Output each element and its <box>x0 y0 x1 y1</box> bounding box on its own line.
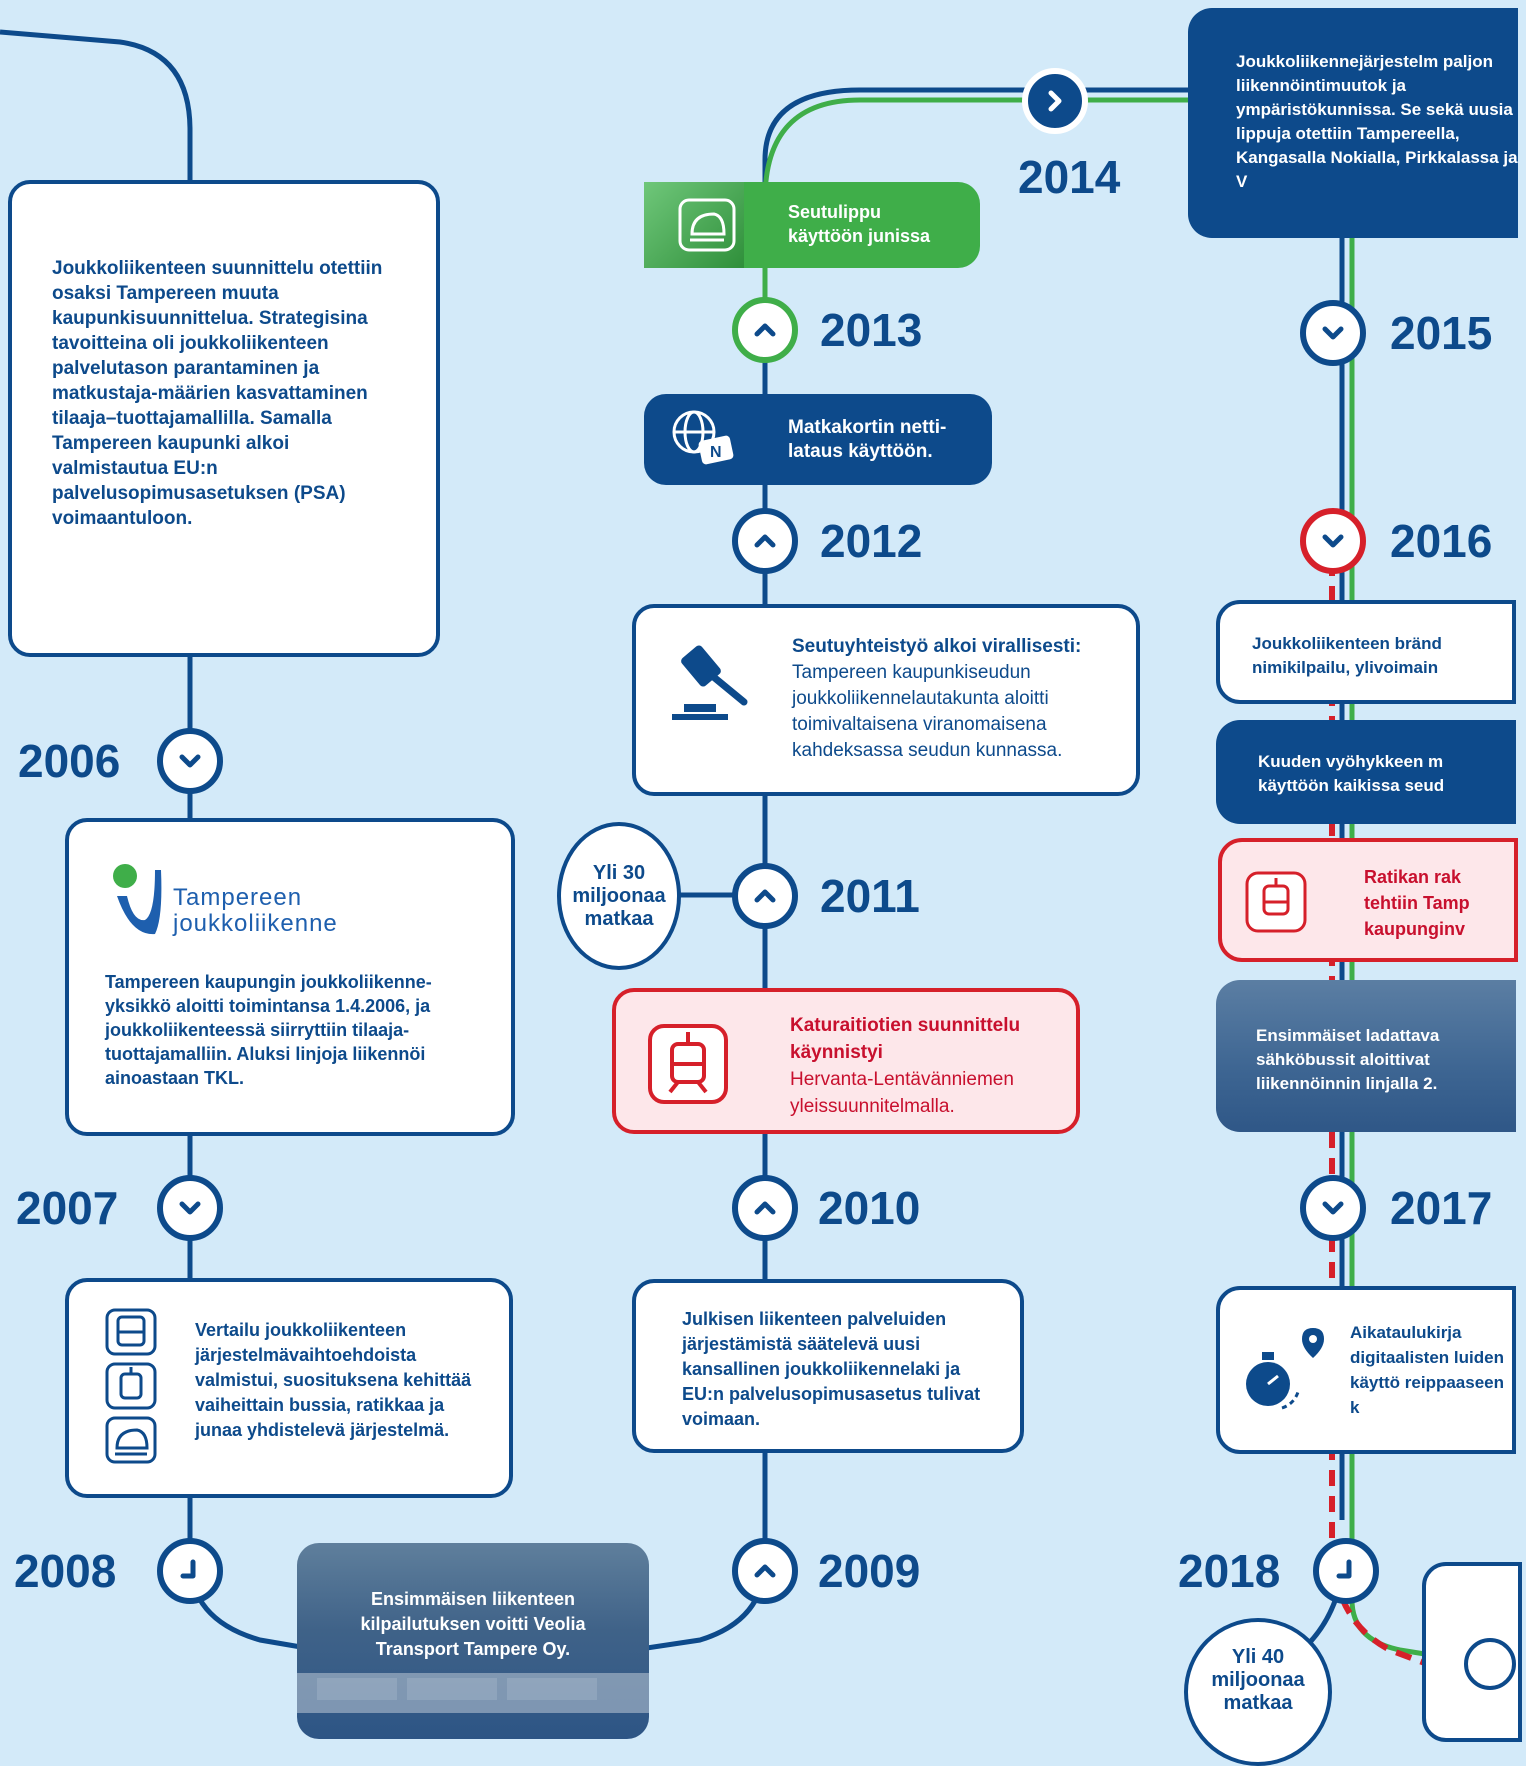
card-ebus: Ensimmäiset ladattava sähköbussit aloitt… <box>1216 980 1516 1132</box>
bubble-2011-text: Yli 30 miljoonaa matkaa <box>572 861 666 930</box>
year-2006: 2006 <box>18 735 121 787</box>
card-zones: Kuuden vyöhykkeen m käyttöön kaikissa se… <box>1216 720 1516 824</box>
chevron-up-icon <box>754 323 776 337</box>
card-2008: Ensimmäisen liikenteen kilpailutuksen vo… <box>297 1543 649 1739</box>
year-2011: 2011 <box>820 870 920 922</box>
year-2014-node <box>1022 68 1088 134</box>
card-2006: Tampereen joukkoliikenne Tampereen kaupu… <box>65 818 515 1136</box>
chevron-up-icon <box>754 1564 776 1578</box>
year-2012-node <box>732 508 798 574</box>
tram-icon <box>648 1024 728 1104</box>
card-2007: Vertailu joukkoliikenteen järjestelmävai… <box>65 1278 513 1498</box>
card-ratikka: Ratikan rak tehtiin Tamp kaupunginv <box>1218 838 1518 962</box>
card-tram-title: Katuraitiotien suunnittelu käynnistyi <box>790 1015 1021 1063</box>
tampereen-joukkoliikenne-logo-icon <box>113 864 162 935</box>
card-2012-title: Seutuyhteistyö alkoi virallisesti: <box>792 636 1082 657</box>
card-2010-text: Julkisen liikenteen palveluiden järjestä… <box>682 1309 981 1429</box>
card-ebus-text: Ensimmäiset ladattava sähköbussit aloitt… <box>1256 1026 1440 1093</box>
chevron-right-icon <box>1048 90 1062 112</box>
year-2008: 2008 <box>14 1545 117 1597</box>
year-2010: 2010 <box>818 1182 921 1234</box>
bubble-2018-text: Yli 40 miljoonaa matkaa <box>1211 1645 1305 1714</box>
card-2012-text: Tampereen kaupunkiseudun joukkoliikennel… <box>792 662 1063 761</box>
card-2014-text: Joukkoliikennejärjestelm paljon liikennö… <box>1236 52 1518 191</box>
card-netti-text: Matkakortin netti-lataus käyttöön. <box>788 417 947 462</box>
year-2014: 2014 <box>1018 151 1121 203</box>
card-2006-text: Tampereen kaupungin joukkoliikenne-yksik… <box>105 972 432 1088</box>
logo-line2: joukkoliikenne <box>173 910 338 937</box>
train-icon <box>105 1416 157 1464</box>
year-2013: 2013 <box>820 304 923 356</box>
card-netti-lataus: N Matkakortin netti-lataus käyttöön. <box>644 394 992 485</box>
card-2012: Seutuyhteistyö alkoi virallisesti: Tampe… <box>632 604 1140 796</box>
card-ratikka-text: Ratikan rak tehtiin Tamp kaupunginv <box>1364 867 1470 939</box>
year-2016-node <box>1300 508 1366 574</box>
intro-text: Joukkoliikenteen suunnittelu otettiin os… <box>52 258 383 529</box>
year-2018-node <box>1313 1538 1379 1604</box>
svg-text:N: N <box>710 444 722 461</box>
chevron-down-icon <box>1322 534 1344 548</box>
card-2010: Julkisen liikenteen palveluiden järjestä… <box>632 1279 1024 1453</box>
bubble-2018: Yli 40 miljoonaa matkaa <box>1184 1618 1332 1766</box>
bus-icon <box>105 1308 157 1356</box>
tram-icon <box>105 1362 157 1410</box>
year-2007: 2007 <box>16 1182 119 1234</box>
chevron-down-icon <box>1322 326 1344 340</box>
year-2015-node <box>1300 300 1366 366</box>
year-2007-node <box>157 1175 223 1241</box>
globe-card-icon: N <box>672 410 734 465</box>
card-2014: Joukkoliikennejärjestelm paljon liikennö… <box>1188 8 1518 238</box>
chevron-up-icon <box>754 534 776 548</box>
card-2017: Aikataulukirja digitaalisten luiden käyt… <box>1216 1286 1516 1454</box>
circle-icon <box>1464 1638 1516 1690</box>
year-2018: 2018 <box>1178 1545 1281 1597</box>
chevron-down-icon <box>1322 1201 1344 1215</box>
year-2006-node <box>157 728 223 794</box>
year-2017: 2017 <box>1390 1182 1493 1234</box>
card-brand: Joukkoliikenteen bränd nimikilpailu, yli… <box>1216 600 1516 704</box>
year-2009: 2009 <box>818 1545 921 1597</box>
year-2008-node <box>157 1538 223 1604</box>
year-2015: 2015 <box>1390 307 1493 359</box>
map-pin-icon <box>1302 1328 1324 1358</box>
photo-bus-depot-image <box>297 1673 649 1713</box>
bubble-2011: Yli 30 miljoonaa matkaa <box>557 822 681 970</box>
year-2012: 2012 <box>820 515 923 567</box>
tram-icon <box>1245 871 1307 933</box>
card-zones-text: Kuuden vyöhykkeen m käyttöön kaikissa se… <box>1258 752 1445 795</box>
intro-card: Joukkoliikenteen suunnittelu otettiin os… <box>8 180 440 657</box>
stopwatch-icon <box>1246 1352 1300 1410</box>
card-2018-partial <box>1422 1562 1522 1742</box>
year-2010-node <box>732 1175 798 1241</box>
year-2011-node <box>732 863 798 929</box>
card-2017-text: Aikataulukirja digitaalisten luiden käyt… <box>1350 1323 1505 1417</box>
card-2008-text: Ensimmäisen liikenteen kilpailutuksen vo… <box>360 1589 586 1659</box>
year-2009-node <box>732 1538 798 1604</box>
year-2017-node <box>1300 1175 1366 1241</box>
gavel-icon <box>672 645 748 720</box>
card-tram-text: Hervanta-Lentävänniemen yleissuunnitelma… <box>790 1069 1014 1117</box>
year-2013-node <box>732 297 798 363</box>
logo-line1: Tampereen <box>173 884 303 911</box>
train-icon <box>678 198 736 252</box>
year-2016: 2016 <box>1390 515 1493 567</box>
chevron-up-icon <box>754 889 776 903</box>
card-2007-text: Vertailu joukkoliikenteen järjestelmävai… <box>195 1320 472 1440</box>
corner-icon <box>1336 1559 1352 1579</box>
chevron-down-icon <box>179 1201 201 1215</box>
card-brand-text: Joukkoliikenteen bränd nimikilpailu, yli… <box>1252 634 1442 677</box>
card-tram-planning: Katuraitiotien suunnittelu käynnistyi He… <box>612 988 1080 1134</box>
card-seutulippu: Seutulippu käyttöön junissa <box>644 182 980 268</box>
chevron-up-icon <box>754 1201 776 1215</box>
corner-icon <box>180 1559 196 1579</box>
chevron-down-icon <box>179 754 201 768</box>
card-seutulippu-text: Seutulippu käyttöön junissa <box>788 202 931 246</box>
